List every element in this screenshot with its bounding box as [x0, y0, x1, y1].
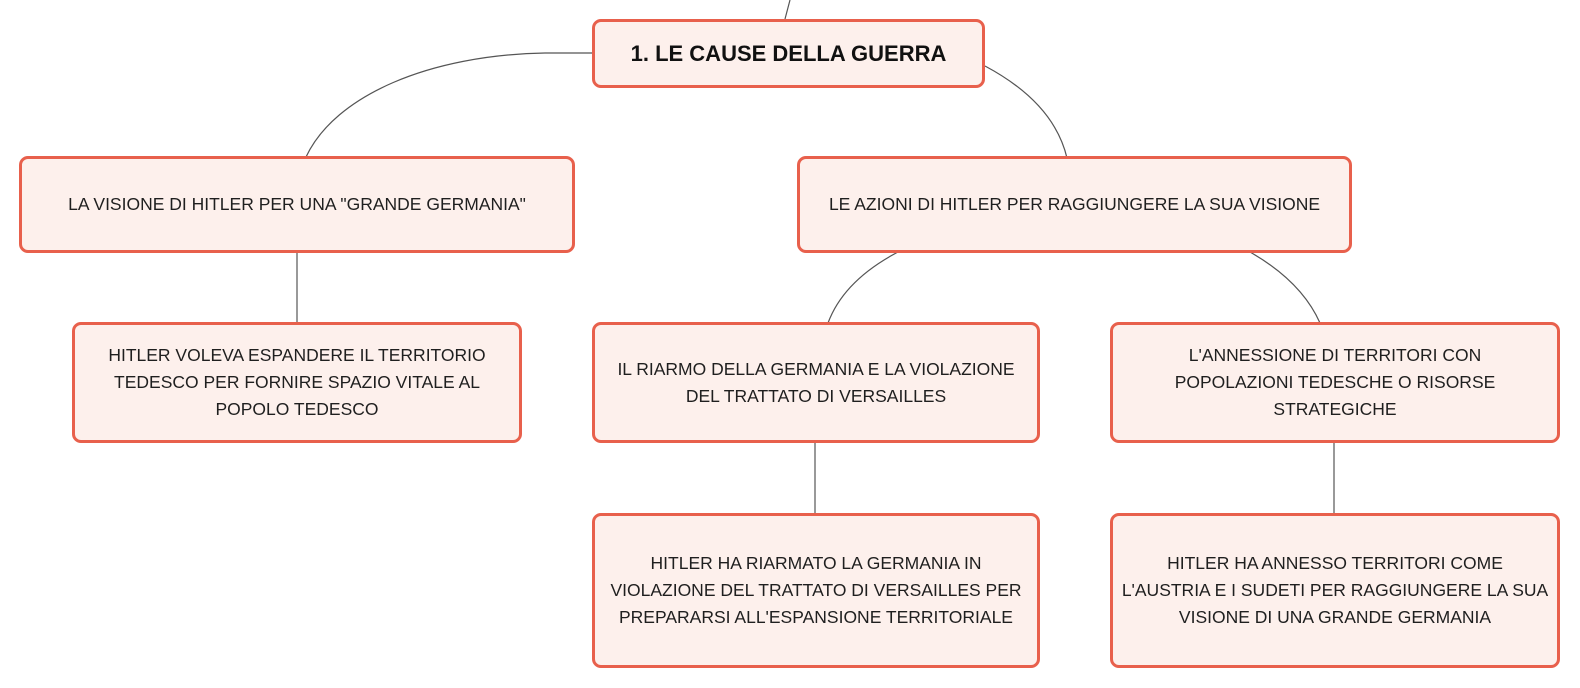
connector-root-to-actions: [984, 65, 1068, 159]
connector-root-to-vision: [305, 52, 592, 158]
connector-actions-to-rearmament: [827, 251, 899, 324]
connector-parent-to-root: [784, 0, 791, 20]
node-vision[interactable]: LA VISIONE DI HITLER PER UNA "GRANDE GER…: [19, 156, 575, 253]
root-node[interactable]: 1. LE CAUSE DELLA GUERRA: [592, 19, 985, 88]
node-annexation-detail[interactable]: HITLER HA ANNESSO TERRITORI COME L'AUSTR…: [1110, 513, 1560, 668]
node-actions[interactable]: LE AZIONI DI HITLER PER RAGGIUNGERE LA S…: [797, 156, 1352, 253]
node-rearmament-label: IL RIARMO DELLA GERMANIA E LA VIOLAZIONE…: [617, 358, 1015, 406]
connector-actions-to-annexation: [1249, 251, 1321, 324]
node-rearmament-detail[interactable]: HITLER HA RIARMATO LA GERMANIA IN VIOLAZ…: [592, 513, 1040, 668]
root-node-label: 1. LE CAUSE DELLA GUERRA: [630, 41, 947, 66]
node-annexation[interactable]: L'ANNESSIONE DI TERRITORI CON POPOLAZION…: [1110, 322, 1560, 443]
node-annexation-detail-label: HITLER HA ANNESSO TERRITORI COME L'AUSTR…: [1121, 553, 1549, 627]
node-annexation-label: L'ANNESSIONE DI TERRITORI CON POPOLAZION…: [1174, 345, 1496, 419]
node-rearmament-detail-label: HITLER HA RIARMATO LA GERMANIA IN VIOLAZ…: [610, 553, 1022, 627]
node-actions-label: LE AZIONI DI HITLER PER RAGGIUNGERE LA S…: [828, 194, 1321, 214]
node-vision-detail[interactable]: HITLER VOLEVA ESPANDERE IL TERRITORIO TE…: [72, 322, 522, 443]
node-vision-detail-label: HITLER VOLEVA ESPANDERE IL TERRITORIO TE…: [108, 345, 486, 419]
node-vision-label: LA VISIONE DI HITLER PER UNA "GRANDE GER…: [68, 194, 526, 214]
node-rearmament[interactable]: IL RIARMO DELLA GERMANIA E LA VIOLAZIONE…: [592, 322, 1040, 443]
